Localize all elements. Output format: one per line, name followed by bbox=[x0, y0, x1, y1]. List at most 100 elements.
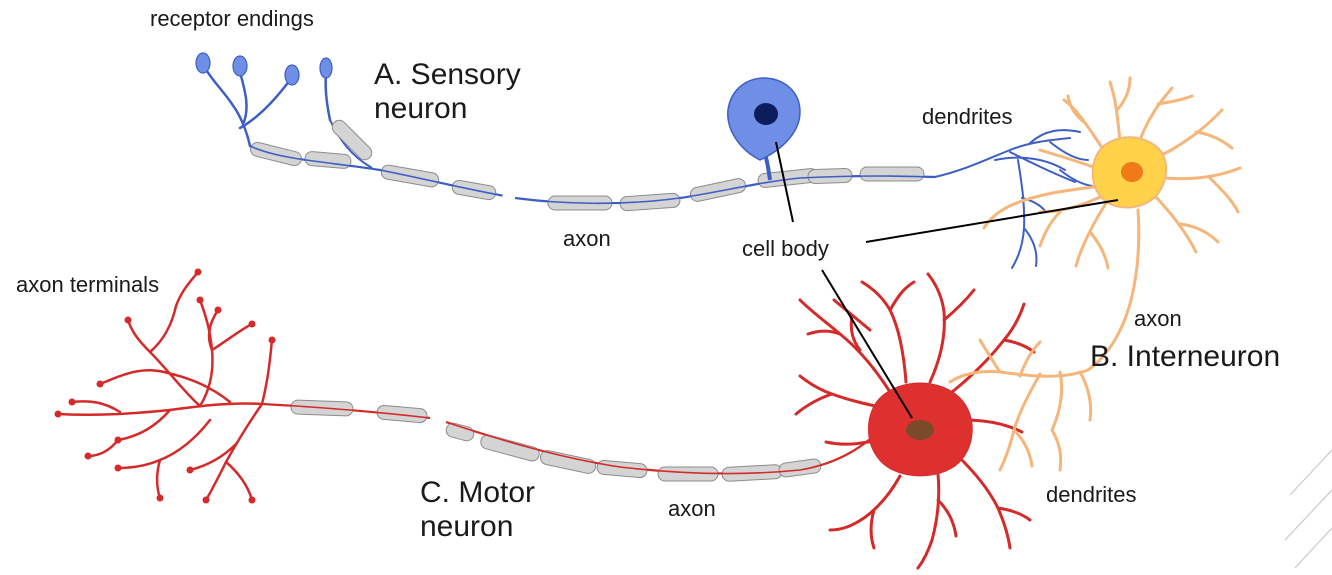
motor-terminal-branch bbox=[226, 462, 252, 500]
label-dendrites-bottom: dendrites bbox=[1046, 484, 1137, 506]
myelin bbox=[860, 167, 924, 181]
motor-terminal-branch bbox=[118, 420, 210, 468]
label-dendrites-top: dendrites bbox=[922, 106, 1013, 128]
motor-terminal-branch bbox=[206, 404, 262, 500]
myelin-segment bbox=[860, 167, 924, 181]
sensory-axon-break bbox=[506, 185, 508, 210]
motor-axon-break bbox=[434, 408, 438, 434]
myelin bbox=[689, 177, 747, 202]
interneuron-dendrite bbox=[1160, 110, 1232, 156]
label-motor-line1: C. Motor bbox=[420, 476, 535, 510]
motor-axon-terminals bbox=[55, 269, 276, 504]
motor-dendrite bbox=[952, 304, 1024, 392]
myelin bbox=[376, 405, 427, 423]
motor-myelin-sheaths bbox=[262, 400, 880, 482]
sensory-nucleus bbox=[754, 103, 778, 125]
myelin-segment bbox=[778, 458, 822, 478]
leader-interneuron-cell-body bbox=[866, 200, 1118, 242]
motor-terminal-bulb bbox=[115, 437, 122, 444]
motor-terminal-bulb bbox=[157, 495, 164, 502]
receptor-ending bbox=[196, 53, 210, 73]
label-axon-sensory: axon bbox=[563, 228, 611, 250]
interneuron-dendrite bbox=[1110, 78, 1130, 142]
motor-dendrite bbox=[928, 274, 944, 382]
interneuron-dendrite bbox=[1076, 200, 1108, 268]
motor-dendrite bbox=[958, 456, 1010, 548]
label-interneuron: B. Interneuron bbox=[1090, 340, 1280, 374]
sensory-axon-terminals bbox=[935, 130, 1092, 268]
motor-dendrite bbox=[796, 394, 832, 414]
interneuron-axon-branch bbox=[1052, 430, 1061, 470]
myelin bbox=[778, 458, 822, 478]
myelin-segment bbox=[376, 405, 427, 423]
label-sensory-neuron: A. Sensory neuron bbox=[374, 58, 521, 126]
motor-terminal-bulb bbox=[125, 317, 132, 324]
corner-decoration bbox=[1285, 450, 1332, 568]
interneuron-dendrite bbox=[1140, 88, 1192, 140]
motor-nucleus bbox=[906, 420, 934, 440]
sensory-receptor-branches bbox=[196, 53, 332, 146]
receptor-ending bbox=[285, 65, 299, 85]
interneuron-dendrite bbox=[1064, 96, 1105, 152]
motor-terminal-branch bbox=[262, 340, 272, 404]
motor-dendrite bbox=[918, 474, 939, 568]
label-sensory-line2: neuron bbox=[374, 92, 521, 126]
sensory-terminal-branch bbox=[1024, 228, 1037, 266]
label-axon-interneuron: axon bbox=[1134, 308, 1182, 330]
label-sensory-line1: A. Sensory bbox=[374, 58, 521, 92]
motor-terminal-branch bbox=[176, 272, 198, 306]
motor-dendrite bbox=[1004, 340, 1034, 352]
myelin bbox=[445, 422, 476, 443]
motor-terminal-bulb bbox=[97, 381, 104, 388]
sensory-terminal-branch bbox=[1050, 142, 1088, 160]
sensory-neuron bbox=[196, 53, 1092, 268]
motor-terminal-bulb bbox=[115, 465, 122, 472]
sensory-terminal-branch bbox=[995, 158, 1065, 170]
label-motor-line2: neuron bbox=[420, 510, 535, 544]
myelin-segment bbox=[445, 422, 476, 443]
myelin-segment bbox=[689, 177, 747, 202]
motor-dendrite bbox=[944, 290, 974, 320]
interneuron-axon-branch bbox=[1014, 372, 1062, 430]
motor-dendrite bbox=[800, 300, 890, 392]
interneuron-nucleus bbox=[1121, 162, 1143, 182]
motor-terminal-bulb bbox=[187, 467, 194, 474]
receptor-branch bbox=[326, 72, 330, 120]
motor-dendrite bbox=[938, 500, 956, 536]
label-motor-neuron: C. Motor neuron bbox=[420, 476, 535, 544]
interneuron-axon-branch bbox=[1000, 430, 1032, 470]
motor-dendrite bbox=[890, 282, 914, 310]
motor-terminal-bulb bbox=[197, 297, 204, 304]
motor-terminal-bulb bbox=[69, 399, 76, 406]
motor-dendrite bbox=[830, 476, 900, 530]
motor-terminal-branch bbox=[72, 401, 120, 412]
motor-terminal-branch bbox=[88, 440, 118, 456]
motor-terminal-branch bbox=[212, 324, 252, 350]
label-axon-terminals: axon terminals bbox=[16, 274, 159, 296]
motor-terminal-bulb bbox=[249, 321, 256, 328]
motor-terminal-branch bbox=[150, 306, 176, 352]
motor-dendrite bbox=[871, 510, 874, 548]
receptor-ending bbox=[233, 56, 247, 76]
sensory-myelin-sheaths bbox=[249, 117, 935, 211]
motor-terminal-branch bbox=[58, 403, 262, 414]
motor-terminal-branch bbox=[157, 460, 160, 498]
label-axon-motor: axon bbox=[668, 498, 716, 520]
interneuron-axon-branch bbox=[1080, 372, 1091, 420]
label-cell-body: cell body bbox=[742, 238, 829, 260]
motor-terminal-bulb bbox=[203, 497, 210, 504]
motor-terminal-bulb bbox=[55, 411, 62, 418]
sensory-terminal-branch bbox=[1030, 130, 1080, 143]
receptor-ending bbox=[320, 58, 332, 78]
motor-terminal-bulb bbox=[85, 453, 92, 460]
motor-terminal-bulb bbox=[249, 497, 256, 504]
receptor-branch bbox=[240, 72, 247, 122]
motor-terminal-bulb bbox=[215, 307, 222, 314]
motor-terminal-bulb bbox=[269, 337, 276, 344]
sensory-terminal-branch bbox=[1012, 160, 1024, 268]
interneuron-dendrite bbox=[1155, 196, 1218, 252]
interneuron-dendrite bbox=[1165, 168, 1240, 212]
motor-neuron bbox=[55, 269, 1035, 569]
motor-terminal-branch bbox=[128, 320, 200, 406]
